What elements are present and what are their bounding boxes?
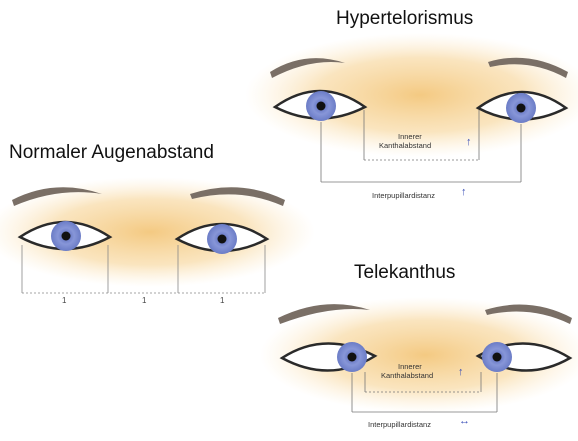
label-interpupillary-distance: Interpupillardistanz [368,420,431,429]
segment-label: 1 [142,296,146,305]
up-arrow-icon: ↑ [466,138,472,147]
up-arrow-icon: ↑ [461,188,467,197]
left-right-arrow-icon: ↔ [459,417,470,426]
title-telecanthus: Telekanthus [354,262,455,284]
telecanthus-figure [260,297,578,413]
title-normal: Normaler Augenabstand [9,142,214,164]
up-arrow-icon: ↑ [458,368,464,377]
label-canthal-distance: Kanthalabstand [381,371,433,380]
label-inner: Innerer [398,132,422,141]
normal-figure [0,177,315,293]
segment-label: 1 [220,296,224,305]
segment-label: 1 [62,296,66,305]
title-hypertelorism: Hypertelorismus [336,8,473,30]
label-interpupillary-distance: Interpupillardistanz [372,191,435,200]
label-canthal-distance: Kanthalabstand [379,141,431,150]
label-inner: Innerer [398,362,422,371]
hypertelorism-figure [245,33,578,182]
